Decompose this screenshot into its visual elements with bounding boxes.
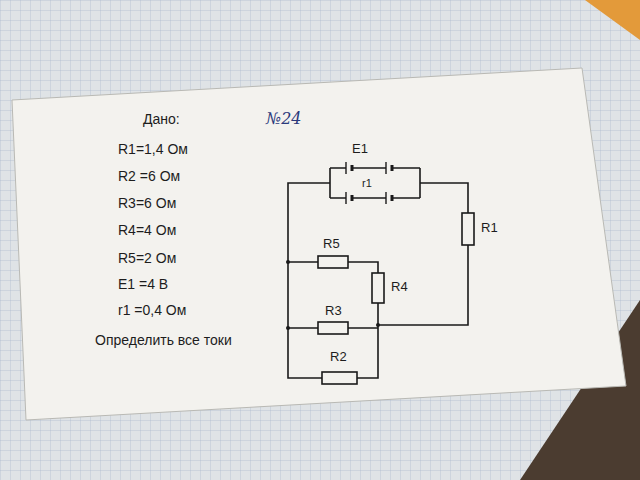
junction-dot: [376, 323, 380, 327]
given-heading: Дано:: [143, 112, 180, 127]
task-text: Определить все токи: [95, 333, 232, 348]
component-label: E1: [352, 142, 368, 156]
resistor-symbol: [318, 256, 348, 268]
resistor-symbol: [318, 322, 348, 334]
problem-number: №24: [266, 110, 302, 128]
given-value: R2 =6 Ом: [118, 169, 180, 184]
resistor-symbol: [462, 213, 474, 245]
component-label: R5: [323, 237, 340, 251]
given-value: E1 =4 В: [118, 277, 168, 292]
given-value: r1 =0,4 Ом: [118, 303, 186, 318]
component-label: R4: [391, 280, 408, 294]
given-value: R1=1,4 Ом: [118, 142, 188, 157]
cell-plate: [351, 165, 354, 171]
component-label: r1: [362, 177, 372, 189]
cell-plate: [391, 195, 394, 201]
junction-dot: [286, 326, 290, 330]
component-label: R3: [325, 304, 342, 318]
resistor-symbol: [322, 372, 357, 384]
component-label: R2: [330, 350, 347, 364]
wire: [378, 245, 468, 325]
wire: [288, 262, 378, 325]
cell-plate: [345, 162, 346, 174]
cell-plate: [385, 192, 386, 204]
junction-dot: [286, 260, 290, 264]
wire: [288, 183, 330, 378]
cell-plate: [385, 162, 386, 174]
wire: [330, 197, 420, 199]
wire: [330, 167, 420, 169]
wire: [330, 168, 420, 198]
wire: [420, 183, 468, 213]
component-label: R1: [481, 221, 498, 235]
paper-sheet: [12, 68, 626, 420]
junction-dots: [286, 260, 380, 330]
cell-plate: [345, 192, 346, 204]
battery-symbol: [346, 162, 392, 204]
resistor-symbol: [372, 273, 384, 303]
pencil: [560, 0, 640, 40]
given-value: R4=4 Ом: [118, 223, 176, 238]
resistor-symbols: [318, 213, 474, 384]
cell-plate: [351, 195, 354, 201]
wire: [357, 325, 378, 378]
circuit-wires: [288, 168, 468, 378]
given-value: R3=6 Ом: [118, 196, 176, 211]
cell-plate: [391, 165, 394, 171]
given-value: R5=2 Ом: [118, 251, 176, 266]
